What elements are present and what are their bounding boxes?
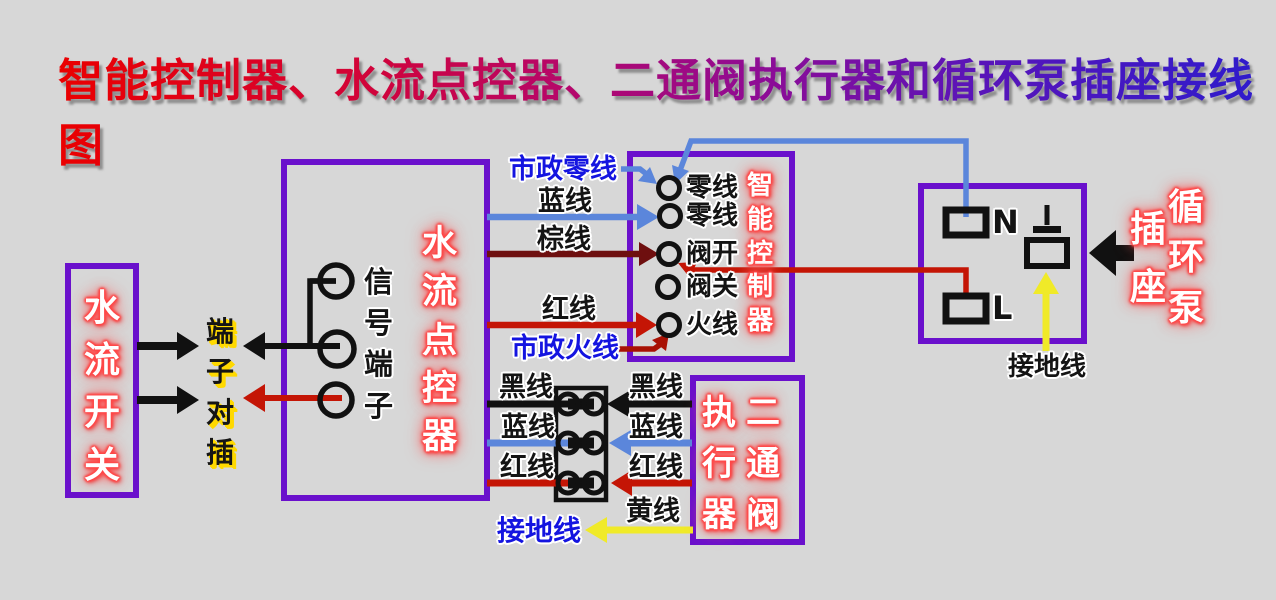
flow-switch-label: 水流开关 <box>84 288 121 486</box>
diagram-title: 智能控制器、水流点控器、二通阀执行器和循环泵插座接线图 <box>58 44 1276 174</box>
wire-yellow-earth-head <box>1033 272 1059 294</box>
terminal-circle-live <box>656 312 682 338</box>
municipal-neutral-label: 市政零线 <box>509 154 617 185</box>
terminal-label-valve-open: 阀开 <box>686 239 739 269</box>
pump-socket-pointer-arrow <box>1089 230 1134 276</box>
wire-red-right-head <box>611 470 632 496</box>
dumbbell-l3 <box>555 470 581 496</box>
terminal-label-live: 火线 <box>686 310 739 340</box>
wire-black-right-head <box>607 391 629 417</box>
ground-wire-label-bottom: 接地线 <box>497 514 582 547</box>
terminal-circle-valve-open <box>656 241 682 267</box>
red-wire-label-top: 红线 <box>542 294 596 325</box>
arrow-signal-red-head <box>243 384 265 412</box>
wire-red-live-head <box>636 312 657 338</box>
ground-wire-label-socket: 接地线 <box>1008 352 1087 382</box>
dumbbell-l2 <box>555 430 581 456</box>
ground-symbol-bar <box>1033 226 1061 233</box>
wire-municipal-live-head <box>652 333 669 351</box>
wire-blue-neutral-head <box>637 204 659 230</box>
valve-actuator-label-left: 执行器 <box>702 393 736 535</box>
valve-actuator-box <box>690 375 805 545</box>
terminal-label-neutral2: 零线 <box>686 201 739 231</box>
signal-circle-2 <box>317 329 357 369</box>
wire-municipal-neutral-head <box>638 167 657 184</box>
dumbbell-r3 <box>581 470 607 496</box>
black-wire-label-right: 黑线 <box>629 372 683 403</box>
wire-yellow-ground-head <box>585 517 607 543</box>
black-wire-label-left: 黑线 <box>499 372 553 403</box>
dumbbell-l1 <box>555 391 581 417</box>
wire-n-to-neutral <box>676 138 969 217</box>
dumbbell-bar-1 <box>568 398 594 410</box>
brown-wire-label: 棕线 <box>537 224 591 255</box>
wire-municipal-live <box>619 341 663 352</box>
pump-socket-label-left: 插座 <box>1130 209 1167 309</box>
signal-terminal-label: 信号端子 <box>364 265 394 423</box>
terminal-label-valve-close: 阀关 <box>686 272 739 302</box>
terminal-circle-neutral1 <box>656 175 682 201</box>
red-wire-label-right: 红线 <box>629 452 683 483</box>
wire-l-to-valve-open <box>692 267 969 297</box>
dumbbell-r1 <box>581 391 607 417</box>
terminal-plug-label: 端子对插 <box>206 315 235 469</box>
dumbbell-bar-3 <box>568 477 594 489</box>
blue-wire-label-right: 蓝线 <box>629 412 683 443</box>
pump-socket-box <box>918 183 1087 344</box>
blue-wire-label-top: 蓝线 <box>538 186 592 217</box>
terminal-circle-valve-close <box>655 274 681 300</box>
yellow-wire-label: 黄线 <box>626 496 680 527</box>
signal-circle-1 <box>317 262 355 300</box>
dumbbell-bar-2 <box>568 437 594 449</box>
wire-blue-right-head <box>609 430 631 456</box>
terminal-label-neutral1: 零线 <box>686 173 739 203</box>
terminal-n-label: N <box>992 203 1019 241</box>
wire-l-to-valve-open-head <box>678 262 697 278</box>
terminal-n-rect <box>942 206 990 239</box>
arrow-flow-terminal-2-head <box>177 386 199 414</box>
signal-circle-3 <box>317 381 355 419</box>
flow-controller-label: 水流点控器 <box>422 224 458 458</box>
terminal-circle-neutral2 <box>657 203 683 229</box>
arrow-signal-black-head <box>243 332 265 360</box>
wire-brown-head <box>639 242 659 266</box>
pump-socket-label-right: 循环泵 <box>1168 187 1205 329</box>
smart-controller-label: 智能控制器 <box>747 171 774 337</box>
flow-controller-box <box>281 159 490 501</box>
blue-wire-label-left: 蓝线 <box>501 412 555 443</box>
dumbbell-r2 <box>581 430 607 456</box>
valve-actuator-label-right: 二通阀 <box>746 393 780 535</box>
flow-switch-box <box>65 263 139 498</box>
ground-symbol-rect <box>1024 237 1070 269</box>
red-wire-label-left: 红线 <box>500 452 554 483</box>
arrow-flow-terminal-1-head <box>177 332 199 360</box>
terminal-l-rect <box>942 292 990 325</box>
terminal-l-label: L <box>992 289 1013 327</box>
municipal-live-label: 市政火线 <box>511 333 619 364</box>
